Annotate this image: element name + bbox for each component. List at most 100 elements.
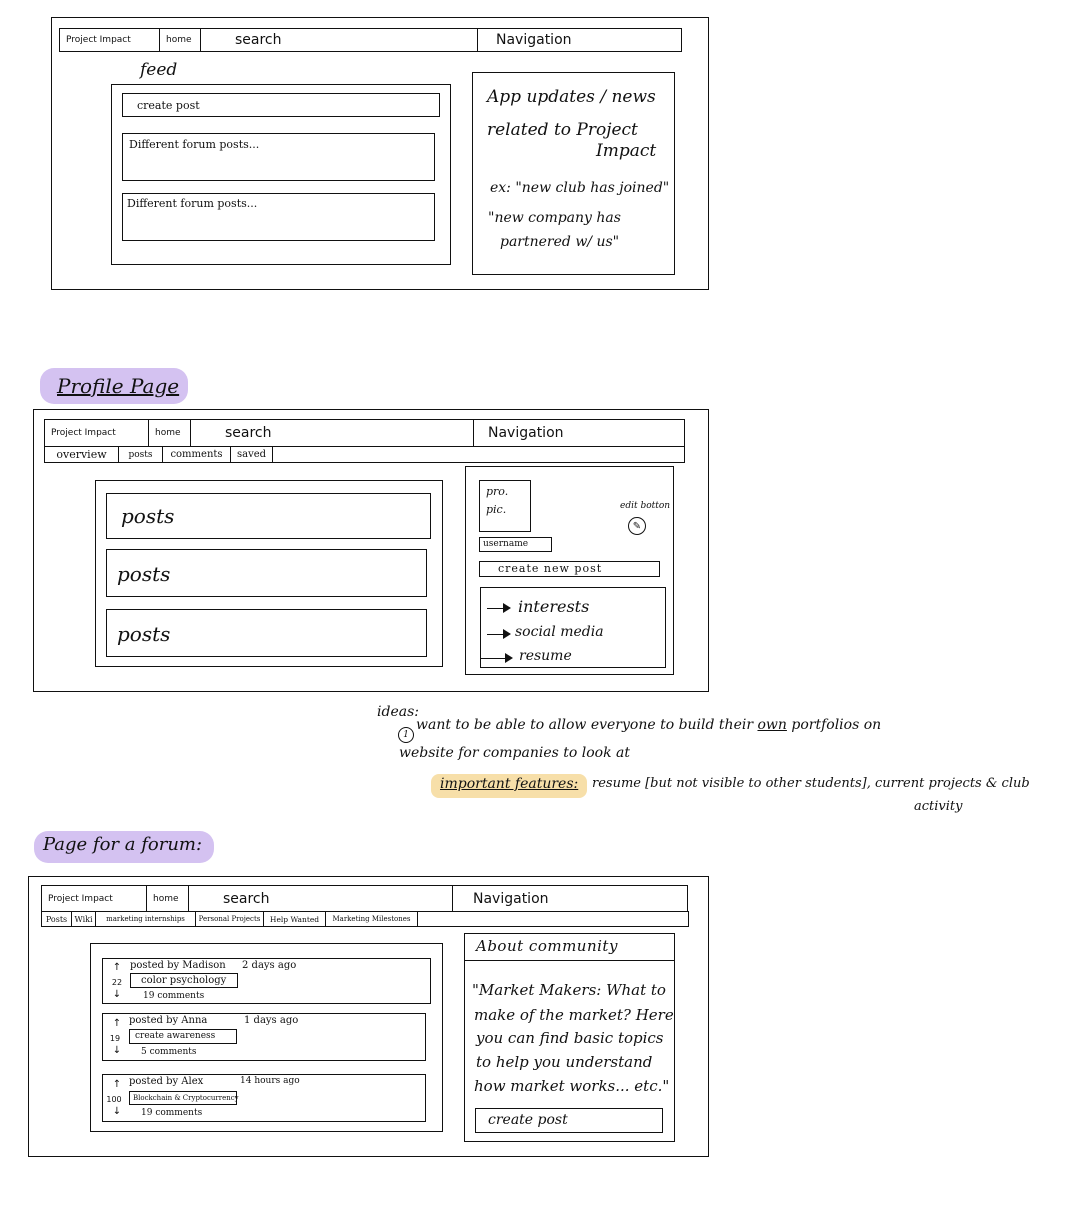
upvote-icon[interactable]: ↑ bbox=[112, 1018, 122, 1029]
nav-home[interactable]: home bbox=[149, 420, 191, 446]
profile-pic-label: pic. bbox=[486, 503, 507, 516]
tab-marketing-internships[interactable]: marketing internships bbox=[96, 912, 196, 926]
vote-count: 22 bbox=[111, 978, 123, 987]
nav-home[interactable]: home bbox=[160, 29, 201, 51]
tab-comments[interactable]: comments bbox=[163, 447, 231, 462]
nav-navigation[interactable]: Navigation bbox=[488, 425, 564, 441]
post-tag-label: create awareness bbox=[135, 1031, 216, 1041]
post-tag-label: color psychology bbox=[141, 975, 227, 986]
create-new-post-button[interactable]: create new post bbox=[479, 561, 660, 577]
arrow-icon bbox=[503, 603, 511, 613]
forum-post-card[interactable]: Different forum posts... bbox=[122, 193, 435, 241]
upvote-icon[interactable]: ↑ bbox=[112, 962, 122, 973]
forum-post-card[interactable] bbox=[102, 958, 431, 1004]
tab-personal-projects[interactable]: Personal Projects bbox=[196, 912, 264, 926]
forum-post-card[interactable] bbox=[102, 1074, 426, 1122]
arrow-icon bbox=[503, 629, 511, 639]
ideas-line: website for companies to look at bbox=[399, 745, 631, 761]
forum-post-text: Different forum posts... bbox=[127, 197, 258, 210]
vote-count: 19 bbox=[109, 1034, 121, 1043]
ideas-line-post: portfolios on bbox=[786, 717, 882, 733]
profile-pic-label: pro. bbox=[486, 485, 509, 498]
forum-page-title: Page for a forum: bbox=[43, 834, 203, 855]
profile-picture[interactable]: pro. pic. bbox=[479, 480, 531, 532]
link-resume[interactable]: resume bbox=[519, 648, 572, 664]
forum-wireframe bbox=[28, 876, 709, 1157]
news-line: Impact bbox=[596, 141, 657, 161]
profile-title-highlight bbox=[40, 368, 188, 404]
nav-brand[interactable]: Project Impact bbox=[45, 420, 149, 446]
link-social-media[interactable]: social media bbox=[515, 624, 604, 640]
ideas-marker: 1 bbox=[398, 727, 414, 743]
nav-search[interactable]: search bbox=[189, 886, 453, 911]
nav-brand[interactable]: Project Impact bbox=[42, 886, 147, 911]
about-create-post-button[interactable]: create post bbox=[475, 1108, 663, 1133]
forum-title-highlight bbox=[34, 831, 214, 863]
tab-posts[interactable]: posts bbox=[119, 447, 163, 462]
forum-post-card[interactable]: Different forum posts... bbox=[122, 133, 435, 181]
create-post-label: create post bbox=[137, 99, 200, 112]
post-author: posted by Anna bbox=[129, 1015, 208, 1026]
nav-brand[interactable]: Project Impact bbox=[60, 29, 160, 51]
post-author: posted by Madison bbox=[130, 960, 226, 971]
profile-post-text: posts bbox=[117, 562, 171, 586]
profile-posts-container bbox=[95, 480, 443, 667]
post-comments[interactable]: 5 comments bbox=[141, 1047, 197, 1057]
post-tag[interactable]: color psychology bbox=[130, 973, 238, 988]
feed-label: feed bbox=[140, 60, 178, 80]
username-field: username bbox=[479, 537, 552, 552]
arrow-icon bbox=[487, 634, 503, 635]
nav-search[interactable]: search bbox=[191, 420, 474, 446]
features-label: important features: bbox=[440, 776, 579, 792]
about-community-header: About community bbox=[464, 933, 675, 961]
downvote-icon[interactable]: ↓ bbox=[112, 989, 122, 1000]
ideas-heading: ideas: bbox=[377, 704, 419, 720]
profile-post-card[interactable]: posts bbox=[106, 609, 427, 657]
downvote-icon[interactable]: ↓ bbox=[112, 1106, 122, 1117]
features-text: resume [but not visible to other student… bbox=[592, 776, 1030, 791]
tab-marketing-milestones[interactable]: Marketing Milestones bbox=[326, 912, 418, 926]
news-example-line: partnered w/ us" bbox=[500, 234, 620, 250]
feed-wireframe bbox=[51, 17, 709, 290]
post-comments[interactable]: 19 comments bbox=[143, 991, 205, 1001]
nav-search[interactable]: search bbox=[201, 29, 478, 51]
tab-wiki[interactable]: Wiki bbox=[72, 912, 96, 926]
ideas-line-pre: want to be able to allow everyone to bui… bbox=[416, 717, 758, 733]
nav-home[interactable]: home bbox=[147, 886, 189, 911]
create-post-button[interactable]: create post bbox=[122, 93, 440, 117]
arrow-icon bbox=[505, 653, 513, 663]
tab-help-wanted[interactable]: Help Wanted bbox=[264, 912, 326, 926]
post-age: 1 days ago bbox=[244, 1015, 299, 1026]
edit-pencil-icon[interactable]: ✎ bbox=[628, 517, 646, 535]
link-interests[interactable]: interests bbox=[518, 597, 590, 616]
forum-post-text: Different forum posts... bbox=[129, 138, 260, 151]
features-highlight bbox=[431, 774, 587, 798]
post-age: 14 hours ago bbox=[240, 1076, 300, 1086]
tab-saved[interactable]: saved bbox=[231, 447, 273, 462]
downvote-icon[interactable]: ↓ bbox=[112, 1045, 122, 1056]
tab-posts[interactable]: Posts bbox=[42, 912, 72, 926]
about-community-panel bbox=[464, 933, 675, 1142]
profile-post-card[interactable]: posts bbox=[106, 549, 427, 597]
nav-navigation[interactable]: Navigation bbox=[473, 890, 549, 907]
nav-navigation[interactable]: Navigation bbox=[496, 32, 572, 48]
profile-tabbar: overview posts comments saved bbox=[44, 446, 685, 463]
profile-page-title: Profile Page bbox=[57, 374, 180, 398]
ideas-line-emph: own bbox=[757, 717, 787, 733]
post-tag[interactable]: create awareness bbox=[129, 1029, 237, 1044]
news-example-line: "new company has bbox=[488, 210, 621, 226]
news-line: App updates / news bbox=[487, 87, 656, 107]
profile-wireframe bbox=[33, 409, 709, 692]
profile-links-box bbox=[480, 587, 666, 668]
profile-post-card[interactable]: posts bbox=[106, 493, 431, 539]
forum-tabbar: Posts Wiki marketing internships Persona… bbox=[41, 911, 689, 927]
tab-overview[interactable]: overview bbox=[45, 447, 119, 462]
forum-post-card[interactable] bbox=[102, 1013, 426, 1061]
vote-count: 100 bbox=[106, 1095, 122, 1104]
feed-navbar: Project Impact home search Navigation bbox=[59, 28, 682, 52]
post-tag[interactable]: Blockchain & Cryptocurrency bbox=[129, 1091, 239, 1105]
about-line: to help you understand bbox=[476, 1053, 653, 1071]
news-line: related to Project bbox=[487, 120, 638, 140]
upvote-icon[interactable]: ↑ bbox=[112, 1079, 122, 1090]
post-comments[interactable]: 19 comments bbox=[141, 1108, 203, 1118]
